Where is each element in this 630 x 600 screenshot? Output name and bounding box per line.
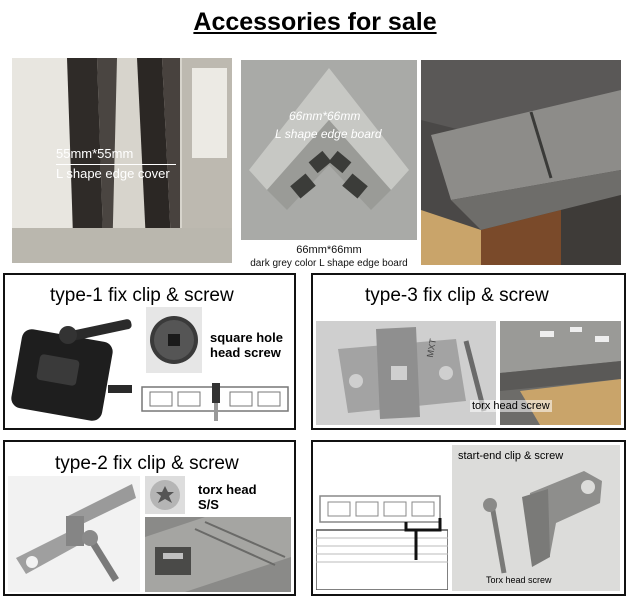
type2-screw-label-line2: S/S [198, 497, 219, 512]
type1-diagram [140, 375, 290, 425]
type2-clip-image [8, 476, 140, 592]
type2-screw-label-line1: torx head [198, 482, 257, 497]
type1-screw-label: square hole head screw [210, 330, 283, 360]
startend-clip-label: start-end clip & screw [458, 450, 564, 462]
type2-install-image [145, 517, 291, 592]
torx-screw-image [145, 476, 185, 514]
edge-cover-image [12, 58, 232, 263]
type3-clip-image [316, 321, 496, 425]
type1-title: type-1 fix clip & screw [50, 285, 234, 306]
type1-screw-label-line1: square hole [210, 330, 283, 345]
edge-board-image [241, 60, 417, 240]
type2-screw-label: torx head S/S [198, 482, 257, 512]
type1-screw-photo [146, 307, 202, 373]
type1-install-diagram [141, 383, 289, 421]
square-hole-screw-image [146, 307, 202, 373]
startend-install-diagram [315, 495, 449, 591]
edge-cover-photo: 55mm*55mm L shape edge cover [12, 58, 232, 263]
page-title: Accessories for sale [193, 8, 437, 36]
edge-cover-name-label: L shape edge cover [56, 166, 170, 181]
type3-install-photo [500, 321, 621, 425]
type2-screw-photo [145, 476, 185, 514]
startend-diagram [315, 490, 449, 591]
type2-install-photo [145, 517, 291, 592]
edge-board-caption-desc: dark grey color L shape edge board [250, 258, 408, 269]
edge-board-caption-size: 66mm*66mm [296, 244, 362, 256]
edge-board-install-photo [421, 60, 621, 265]
type1-clip-image [8, 307, 138, 425]
startend-clip-image [452, 445, 620, 591]
edge-board-size-label: 66mm*66mm [289, 109, 361, 123]
type2-clip-photo [8, 476, 140, 592]
type3-install-image [500, 321, 621, 425]
edge-board-install-image [421, 60, 621, 265]
type3-title: type-3 fix clip & screw [365, 285, 549, 306]
startend-screw-label: Torx head screw [486, 575, 552, 585]
edge-cover-size-label: 55mm*55mm [56, 146, 134, 161]
type1-clip-photo [8, 307, 138, 425]
edge-board-name-label: L shape edge board [275, 127, 382, 141]
type3-screw-label: torx head screw [470, 400, 552, 412]
type2-title: type-2 fix clip & screw [55, 453, 239, 474]
edge-board-photo: 66mm*66mm L shape edge board [241, 60, 417, 240]
type3-clip-photo: MXT [316, 321, 496, 425]
startend-clip-photo [452, 445, 620, 591]
type1-screw-label-line2: head screw [210, 345, 281, 360]
